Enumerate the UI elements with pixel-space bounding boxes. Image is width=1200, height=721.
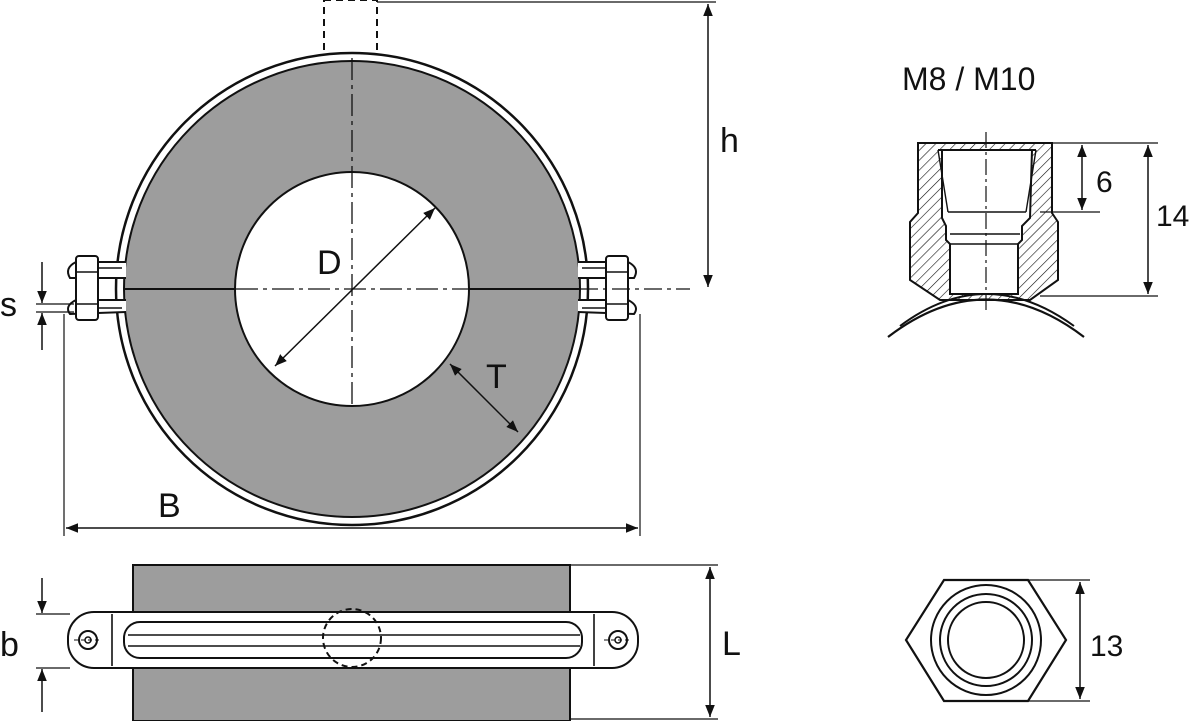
L-label: L: [722, 625, 741, 663]
hex-nut-outline: [904, 578, 1068, 703]
b-label: b: [0, 626, 19, 664]
left-clamp-ear: [67, 255, 127, 321]
B-label: B: [158, 487, 181, 525]
D-label: D: [317, 244, 342, 282]
dim-13-label: 13: [1090, 630, 1123, 663]
threaded-bore: [941, 149, 1034, 295]
D-dimension-line: [274, 207, 436, 367]
hidden-boss: [322, 608, 382, 668]
dim-14-label: 14: [1156, 200, 1189, 233]
front-view: h D T s B: [0, 0, 739, 536]
right-clamp-ear: [577, 255, 637, 321]
thread-size-label: M8 / M10: [902, 61, 1035, 97]
threaded-boss: [323, 0, 378, 57]
h-label: h: [720, 122, 739, 160]
T-label: T: [486, 358, 507, 396]
hex-nut-bore-inner: [947, 601, 1025, 679]
pipe-surface-arc-inner: [899, 293, 1075, 327]
hex-nut-view: 13: [904, 578, 1123, 703]
pipe-surface-arc-outer: [887, 298, 1085, 338]
T-dimension-line: [449, 363, 519, 433]
s-label: s: [0, 286, 17, 324]
bottom-view: b L: [0, 564, 741, 721]
hex-nut-chamfer-circle: [930, 584, 1042, 696]
dim-6-label: 6: [1096, 166, 1113, 199]
hex-nut-bore-outer: [939, 593, 1033, 687]
thread-detail-view: M8 / M10 6 14: [887, 61, 1189, 338]
